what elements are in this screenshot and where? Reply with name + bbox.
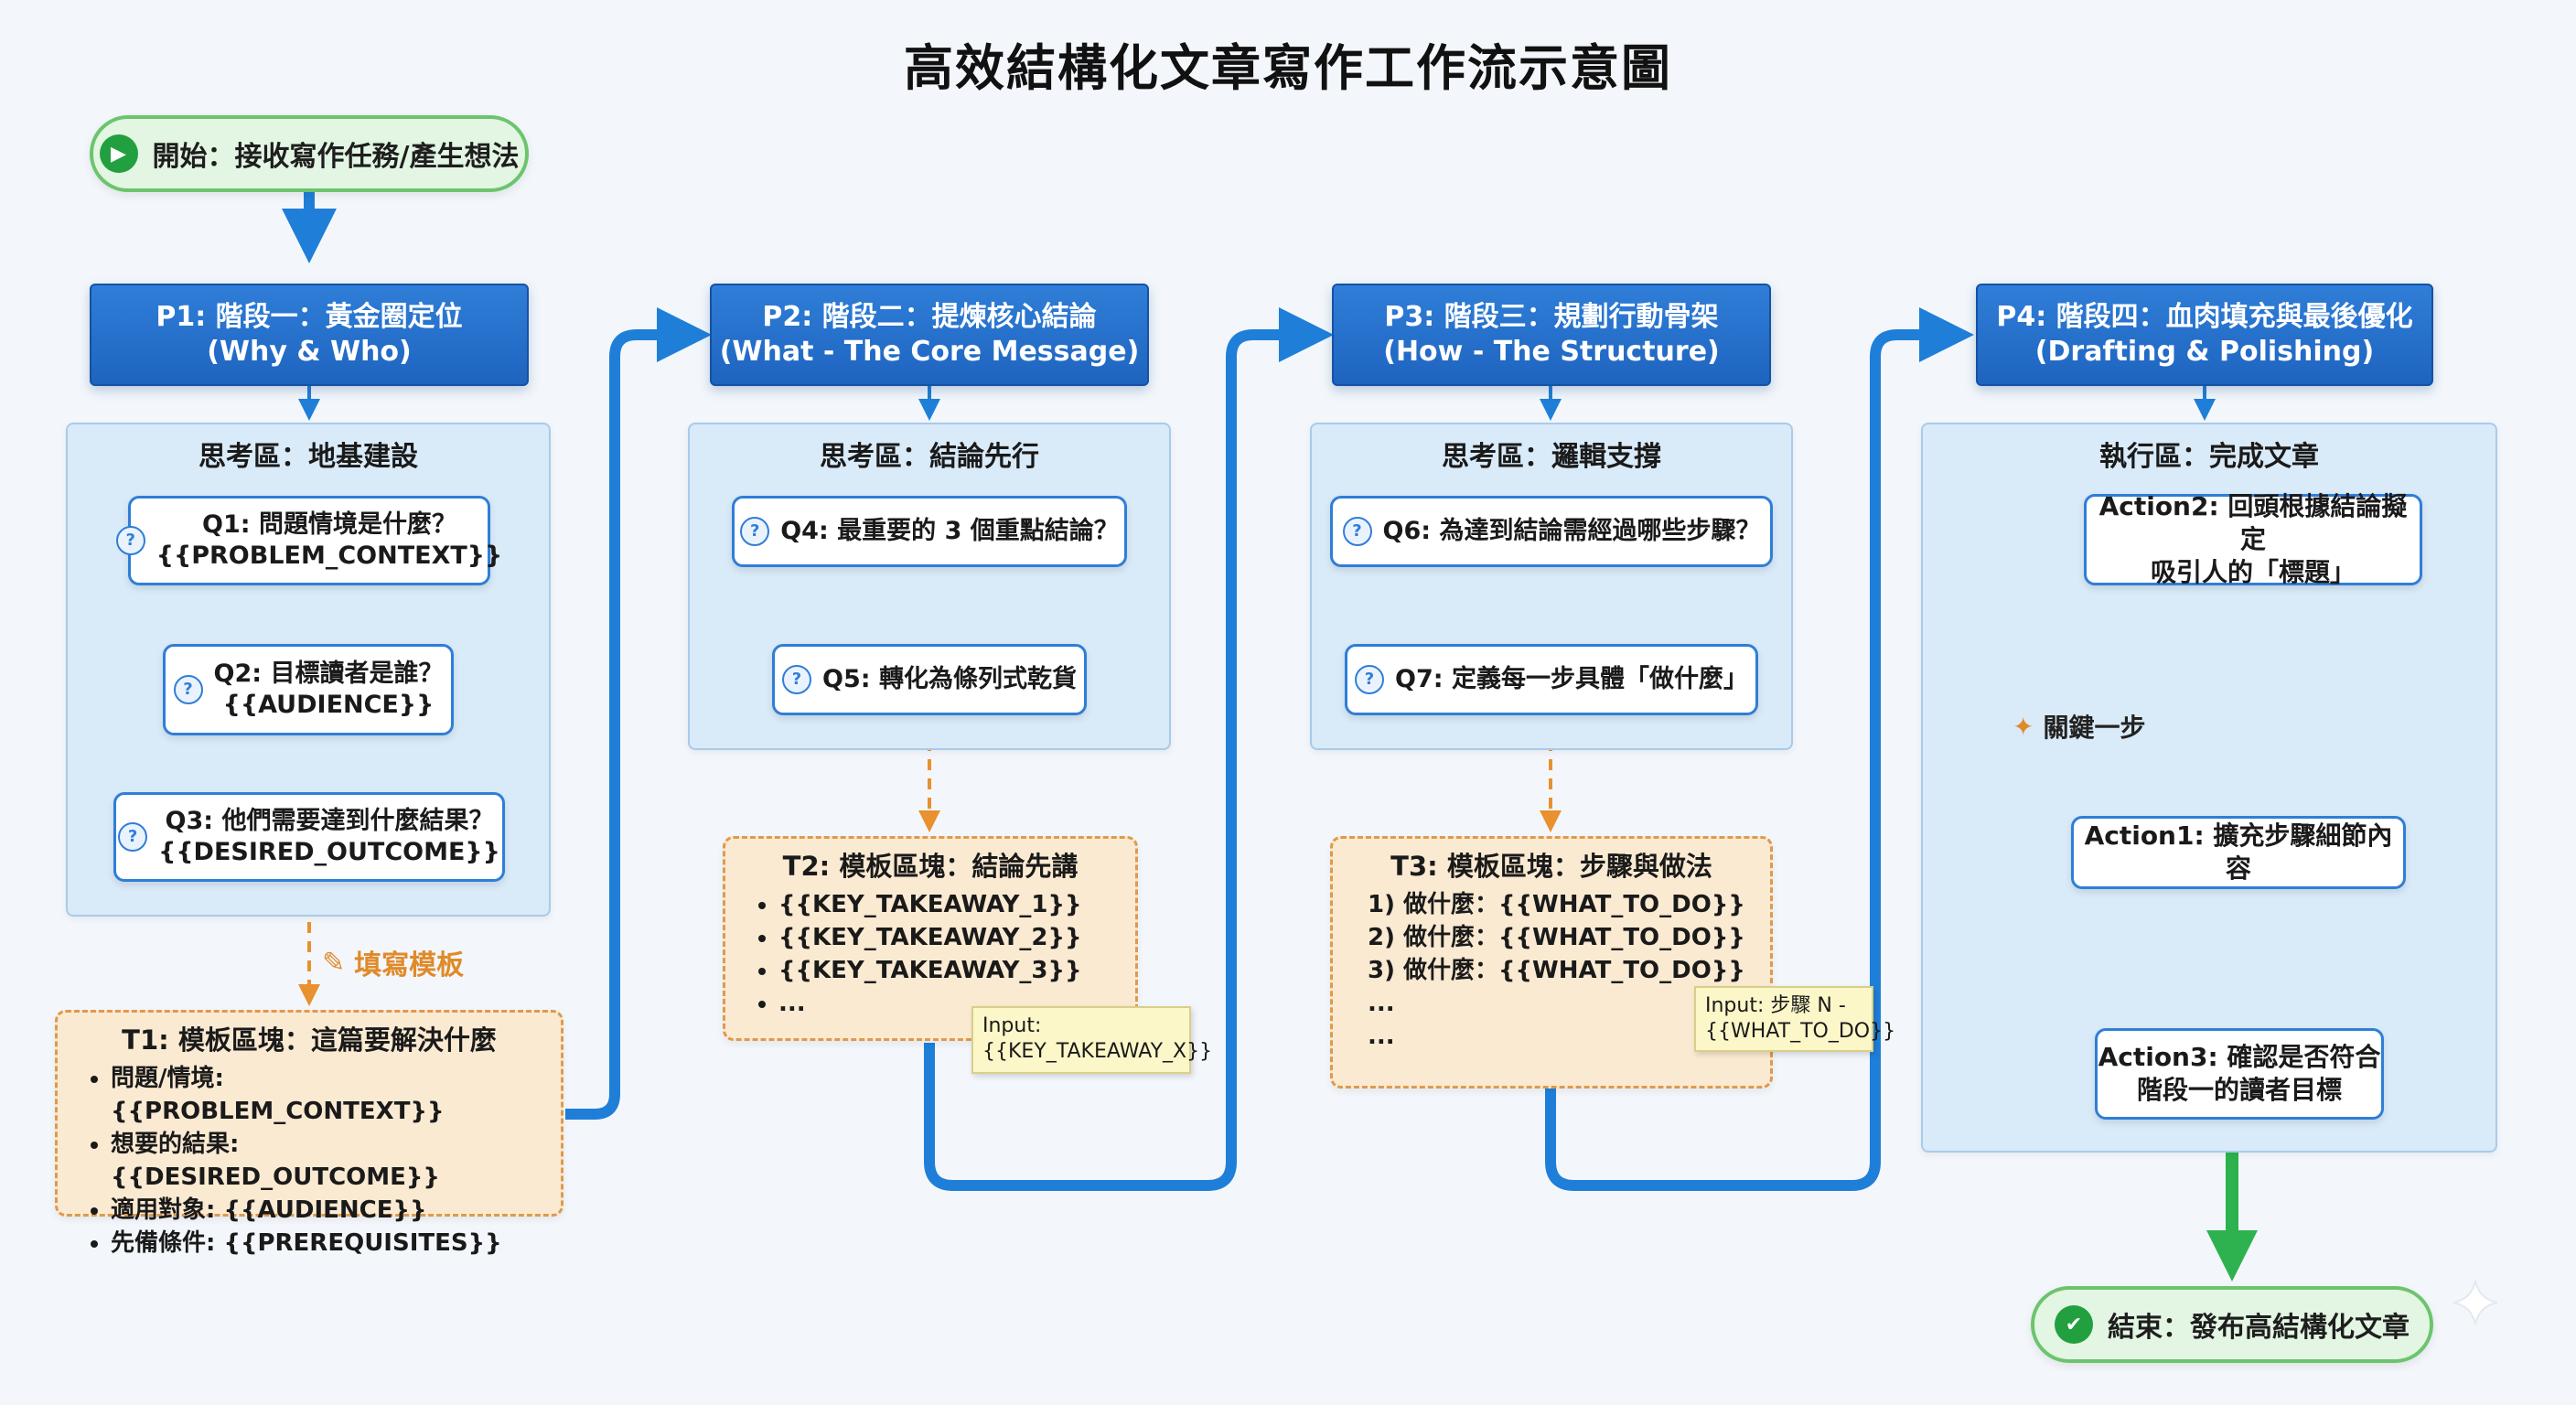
phase-3-title: P3: 階段三：規劃行動骨架 [1384,301,1719,333]
end-label: 結束：發布高結構化文章 [2108,1312,2410,1344]
t2-item: {{KEY_TAKEAWAY_2}} [778,921,1122,954]
q2-text: Q2: 目標讀者是誰？ [213,660,444,688]
fill-template-label: ✎ 填寫模板 [322,946,465,982]
question-q5: ? Q5: 轉化為條列式乾貨 [772,644,1087,715]
question-icon: ? [782,665,812,694]
t3-line: 3) 做什麼：{{WHAT_TO_DO}} [1368,957,1745,984]
arrow-t3-to-p4 [1545,307,1974,1191]
t1-item: 問題/情境: {{PROBLEM_CONTEXT}} [111,1062,548,1128]
q6-text: Q6: 為達到結論需經過哪些步驟？ [1382,517,1761,545]
q1-text: Q1: 問題情境是什麼？ [202,510,456,539]
question-q1: ? Q1: 問題情境是什麼？ {{PROBLEM_CONTEXT}} [115,496,502,585]
edit-icon: ✎ [322,946,346,979]
question-icon: ? [118,822,148,852]
play-icon: ▶ [99,134,138,173]
zone-2-title: 思考區：結論先行 [820,441,1039,473]
sticky-note-t2: Input: {{KEY_TAKEAWAY_X}} [971,1006,1212,1074]
action-2-card: Action2: 回頭根據結論擬定 吸引人的「標題」 [2084,491,2422,587]
t1-item: 想要的結果: {{DESIRED_OUTCOME}} [111,1128,548,1194]
question-icon: ? [1355,665,1385,694]
question-q2: ? Q2: 目標讀者是誰？ {{AUDIENCE}} [163,644,454,735]
zone-4-title: 執行區：完成文章 [2099,441,2319,473]
party-icon: ✦ [2012,711,2034,742]
question-icon: ? [115,526,145,555]
t2-item: ... [778,987,1122,1020]
phase-4-title: P4: 階段四：血肉填充與最後優化 [1996,301,2413,333]
t2-item: {{KEY_TAKEAWAY_3}} [778,954,1122,987]
t1-item: 先備條件: {{PREREQUISITES}} [111,1227,548,1260]
q2-placeholder: {{AUDIENCE}} [222,691,435,719]
question-q3: ? Q3: 他們需要達到什麼結果？ {{DESIRED_OUTCOME}} [113,792,505,882]
phase-2-subtitle: (What - The Core Message) [719,336,1140,368]
end-node: ✔ 結束：發布高結構化文章 [2031,1286,2433,1363]
q5-text: Q5: 轉化為條列式乾貨 [822,665,1077,693]
q3-placeholder: {{DESIRED_OUTCOME}} [158,838,500,866]
question-icon: ? [173,675,203,704]
question-q4: ? Q4: 最重要的 3 個重點結論？ [732,496,1127,567]
start-label: 開始：接收寫作任務/產生想法 [152,141,520,173]
t2-title: T2: 模板區塊：結論先講 [782,851,1079,882]
phase-4-header: P4: 階段四：血肉填充與最後優化 (Drafting & Polishing) [1976,284,2433,386]
t2-list: {{KEY_TAKEAWAY_1}} {{KEY_TAKEAWAY_2}} {{… [738,888,1122,1020]
q3-text: Q3: 他們需要達到什麼結果？ [165,807,494,835]
action-3-card: Action3: 確認是否符合 階段一的讀者目標 [2095,1028,2384,1120]
key-step-label: ✦ 關鍵一步 [2012,711,2146,744]
t3-line: 2) 做什麼：{{WHAT_TO_DO}} [1368,924,1745,951]
q7-text: Q7: 定義每一步具體「做什麼」 [1395,665,1748,693]
t1-title: T1: 模板區塊：這篇要解決什麼 [122,1024,497,1056]
q1-placeholder: {{PROBLEM_CONTEXT}} [156,542,503,570]
t2-item: {{KEY_TAKEAWAY_1}} [778,888,1122,921]
question-icon: ? [1342,517,1372,546]
action-1-card: Action1: 擴充步驟細節內容 [2071,816,2406,889]
arrow-t1-to-p2 [565,307,712,1120]
question-q7: ? Q7: 定義每一步具體「做什麼」 [1345,644,1758,715]
t3-title: T3: 模板區塊：步驟與做法 [1390,851,1712,882]
t3-line: ... [1368,1023,1395,1050]
phase-3-subtitle: (How - The Structure) [1383,336,1720,368]
sticky-note-t3: Input: 步驟 N - {{WHAT_TO_DO}} [1694,986,1895,1052]
phase-3-header: P3: 階段三：規劃行動骨架 (How - The Structure) [1332,284,1771,386]
template-t1: T1: 模板區塊：這篇要解決什麼 問題/情境: {{PROBLEM_CONTEX… [55,1010,564,1257]
start-node: ▶ 開始：接收寫作任務/產生想法 [90,115,529,192]
phase-4-subtitle: (Drafting & Polishing) [2034,336,2375,368]
sparkle-icon [2453,1280,2498,1325]
zone-1-title: 思考區：地基建設 [199,441,418,473]
phase-2-header: P2: 階段二：提煉核心結論 (What - The Core Message) [710,284,1149,386]
phase-1-title: P1: 階段一：黃金圈定位 [156,301,463,333]
zone-3-title: 思考區：邏輯支撐 [1442,441,1661,473]
q4-text: Q4: 最重要的 3 個重點結論？ [780,517,1119,545]
phase-1-header: P1: 階段一：黃金圈定位 (Why & Who) [90,284,529,386]
page-title: 高效結構化文章寫作工作流示意圖 [904,39,1672,97]
question-q6: ? Q6: 為達到結論需經過哪些步驟？ [1330,496,1773,567]
check-icon: ✔ [2055,1305,2093,1344]
phase-1-subtitle: (Why & Who) [207,336,412,368]
question-icon: ? [740,517,770,546]
phase-2-title: P2: 階段二：提煉核心結論 [762,301,1097,333]
t3-line: 1) 做什麼：{{WHAT_TO_DO}} [1368,891,1745,918]
template-t2: T2: 模板區塊：結論先講 {{KEY_TAKEAWAY_1}} {{KEY_T… [723,836,1138,1041]
arrow-t2-to-p3 [924,307,1334,1191]
t3-line: ... [1368,990,1395,1017]
t1-item: 適用對象: {{AUDIENCE}} [111,1194,548,1227]
t1-list: 問題/情境: {{PROBLEM_CONTEXT}} 想要的結果: {{DESI… [70,1062,548,1260]
